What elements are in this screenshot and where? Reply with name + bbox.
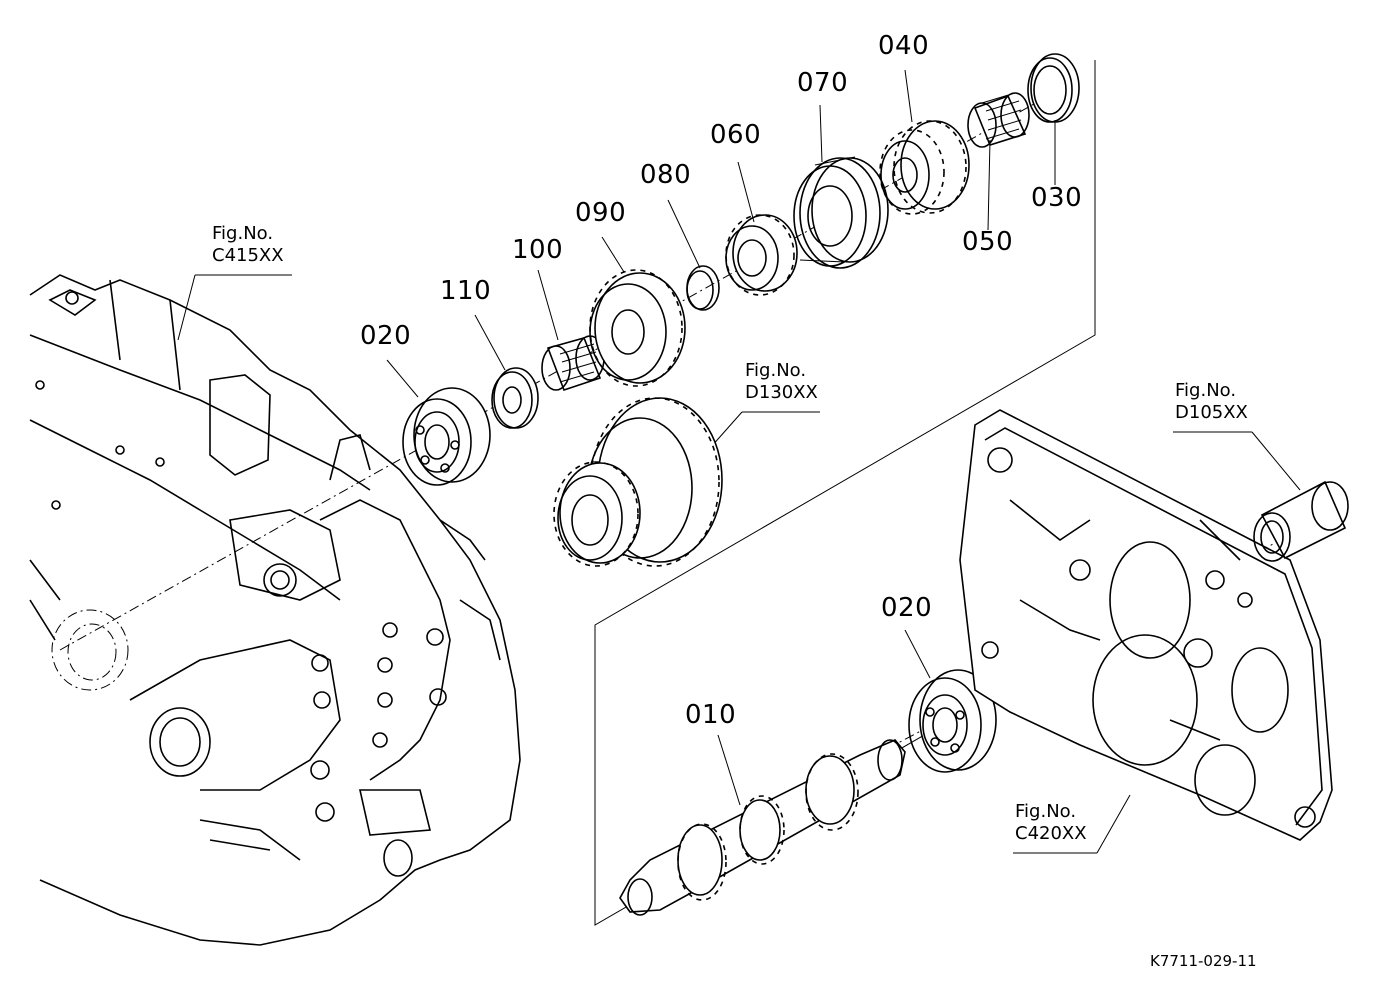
needle-bearing-050 (967, 92, 1030, 148)
part-label-050: 050 (962, 227, 1014, 257)
drawing-code: K7711-029-11 (1150, 952, 1257, 970)
snap-ring-080 (686, 265, 720, 311)
part-label-020-upper: 020 (360, 321, 412, 351)
fig-ref-d105-title: Fig.No. (1175, 380, 1237, 401)
cover-plate-c420 (959, 409, 1333, 841)
part-label-010: 010 (685, 700, 737, 730)
fig-ref-d105: Fig.No. D105XX (1175, 382, 1248, 422)
fig-ref-d130: Fig.No. D130XX (745, 362, 818, 402)
gear-090 (589, 269, 686, 387)
fig-ref-c415: Fig.No. C415XX (212, 225, 284, 265)
figure-leader-lines (177, 274, 1301, 854)
fig-ref-d105-number: D105XX (1175, 402, 1248, 423)
part-label-100: 100 (512, 235, 564, 265)
part-label-040: 040 (878, 31, 930, 61)
shift-sleeve-070 (793, 156, 889, 269)
washer-030 (1027, 53, 1080, 123)
fig-ref-c415-number: C415XX (212, 245, 284, 266)
hub-gear-060 (725, 214, 798, 296)
part-label-070: 070 (797, 68, 849, 98)
fig-ref-c420-number: C420XX (1015, 823, 1087, 844)
gear-cluster-d130 (553, 397, 723, 567)
double-gear-040 (879, 120, 970, 215)
thrust-washer-110 (491, 367, 539, 429)
fig-ref-d130-number: D130XX (745, 382, 818, 403)
fig-ref-d130-title: Fig.No. (745, 360, 807, 381)
part-label-090: 090 (575, 198, 627, 228)
part-label-110: 110 (440, 276, 492, 306)
main-shaft-010 (619, 739, 906, 916)
transmission-case-housing (29, 274, 521, 946)
fig-ref-c415-title: Fig.No. (212, 223, 274, 244)
part-label-080: 080 (640, 160, 692, 190)
fig-ref-c420-title: Fig.No. (1015, 801, 1077, 822)
needle-bearing-100 (541, 335, 605, 392)
ball-bearing-020-upper (402, 387, 491, 486)
collar-d105 (1253, 480, 1349, 562)
part-label-020-lower: 020 (881, 593, 933, 623)
ball-bearing-020-lower (908, 669, 997, 773)
part-label-030: 030 (1031, 183, 1083, 213)
upper-axis-line (59, 94, 1051, 651)
part-leader-lines (386, 69, 1056, 806)
part-label-060: 060 (710, 120, 762, 150)
fig-ref-c420: Fig.No. C420XX (1015, 803, 1087, 843)
